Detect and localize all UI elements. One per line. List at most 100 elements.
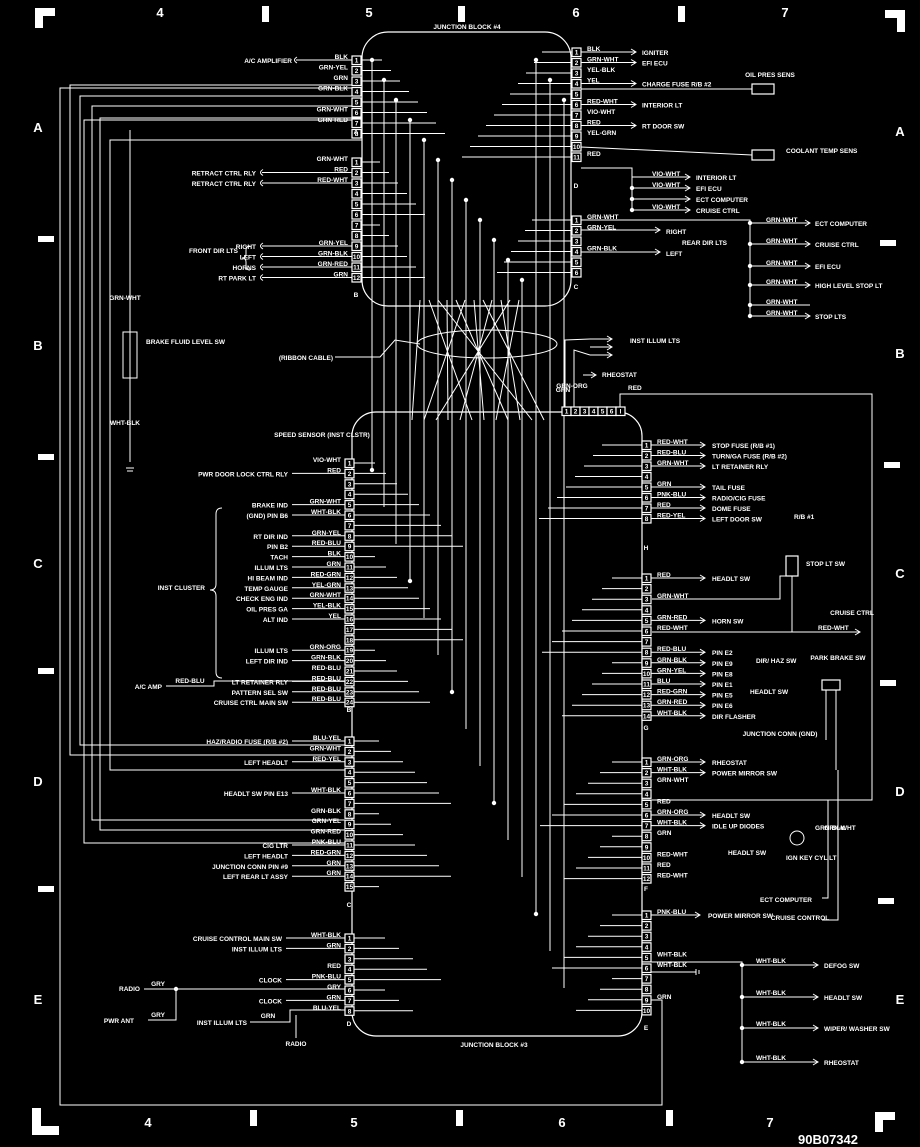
- row-marker: A: [33, 120, 43, 135]
- jb3-pin-D8: [344, 1006, 355, 1016]
- terminal-label: STOP FUSE (R/B #1): [712, 443, 775, 450]
- terminal-label: CRUISE CTRL MAIN SW: [214, 700, 289, 707]
- pin-number: 2: [348, 946, 352, 953]
- wire-color: GRN-BLK: [318, 251, 348, 258]
- splice-dot: [561, 97, 567, 103]
- jb4-pin-B5: [351, 199, 362, 210]
- arrow-head: [630, 80, 637, 87]
- splice-dot: [449, 689, 455, 695]
- wire: [435, 299, 511, 421]
- jb3-pin-B1: [344, 458, 355, 469]
- jb4-pin-D9: [571, 131, 582, 142]
- arrow-head: [804, 219, 811, 227]
- terminal-label: PIN B2: [267, 544, 288, 551]
- pin-number: 9: [645, 997, 649, 1004]
- arrow-head: [804, 240, 811, 248]
- jb3-pin-C7: [344, 798, 355, 809]
- column-marker: 4: [156, 5, 164, 20]
- jb4-pin-A3: [351, 76, 362, 87]
- jb3-pin-H5: [641, 482, 652, 493]
- wire-color: PNK-BLU: [657, 492, 687, 499]
- wire-color: GRN: [261, 1013, 276, 1020]
- wire: [495, 299, 520, 421]
- jb3-pin-G1: [641, 573, 652, 584]
- wire-color: GRY: [151, 1012, 166, 1019]
- arrow-head: [699, 680, 706, 688]
- wire-color: GRN-WHT: [657, 460, 688, 467]
- terminal-label: TEMP GAUGE: [244, 586, 288, 593]
- wire-color: GRN-RED: [657, 614, 688, 621]
- pin-number: 2: [645, 923, 649, 930]
- ect-computer-label: ECT COMPUTER: [760, 897, 812, 904]
- wire-color: WHT-BLK: [756, 1021, 786, 1028]
- jb3-pin-D7: [344, 995, 355, 1006]
- terminal-label: IDLE UP DIODES: [712, 824, 765, 831]
- arrow-head: [694, 911, 701, 919]
- pin-number: 14: [346, 874, 354, 881]
- wire-color: RED-BLU: [312, 540, 342, 547]
- arrow-head: [854, 628, 861, 636]
- terminal-label: TURN/GA FUSE (R/B #2): [712, 454, 787, 461]
- front-dir-label: FRONT DIR LTS: [189, 248, 239, 255]
- jb3-pin-C14: [344, 871, 355, 882]
- splice-dot: [739, 1025, 745, 1031]
- pin-number: 4: [645, 607, 649, 614]
- pin-number: 10: [643, 671, 651, 678]
- jb3-pin-G8: [641, 647, 652, 658]
- jb3-pin-D2: [344, 943, 355, 954]
- wire: [652, 575, 786, 600]
- jb3-pin-D5: [344, 974, 355, 985]
- wire-color: BLK: [328, 551, 342, 558]
- conn-label: D: [347, 1021, 352, 1028]
- pin-number: 4: [575, 249, 579, 256]
- jb4-pin-C2: [571, 225, 582, 236]
- arrow-head: [699, 504, 706, 512]
- jb4-pin-A2: [351, 65, 362, 76]
- terminal-label: RT DOOR SW: [642, 124, 685, 131]
- wire: [83, 119, 362, 844]
- pin-number: 15: [346, 606, 354, 613]
- wire-color: GRN-WHT: [657, 593, 688, 600]
- connector-end: [260, 169, 264, 176]
- wire-color: RED-WHT: [657, 851, 688, 858]
- terminal-label: HEADLT SW PIN E13: [224, 791, 289, 798]
- pin-number: 19: [346, 648, 354, 655]
- brace: [241, 245, 251, 271]
- jb4-pin-D7: [571, 110, 582, 121]
- wire-color: RED: [657, 502, 671, 509]
- pin-number: 1: [575, 218, 579, 225]
- terminal-label: (GND) PIN B6: [246, 513, 288, 520]
- pin-number: 5: [645, 618, 649, 625]
- pin-number: 14: [346, 596, 354, 603]
- splice-dot: [629, 185, 635, 191]
- pin-number: 9: [348, 822, 352, 829]
- pin-number: 4: [348, 492, 352, 499]
- pin-number: 10: [643, 855, 651, 862]
- pin-number: 17: [346, 627, 354, 634]
- jb3-pin-F5: [641, 799, 652, 810]
- wire-color: WHT-BLK: [657, 767, 687, 774]
- pin-number: 1: [645, 443, 649, 450]
- jb3-pin-F4: [641, 789, 652, 799]
- wire-color: WHT-BLK: [311, 787, 341, 794]
- splice-dot: [747, 263, 753, 269]
- rheostat-label: RHEOSTAT: [602, 372, 637, 379]
- wire-color: GRN: [327, 860, 342, 867]
- connector-end: [260, 242, 264, 250]
- jb3-pin-D4: [344, 964, 355, 975]
- pin-number: 12: [346, 575, 354, 582]
- terminal-label: RIGHT: [666, 229, 686, 236]
- inst-cluster-label: INST CLUSTER: [158, 585, 206, 592]
- jb3-pin-F10: [641, 852, 652, 863]
- wire-color: YEL-GRN: [587, 130, 617, 137]
- terminal-label: HEADLT SW: [824, 995, 863, 1002]
- wire-color: WHT-BLK: [756, 958, 786, 965]
- terminal-label: LEFT DIR IND: [246, 659, 289, 666]
- jb3-pin-B21: [344, 666, 355, 677]
- conn-label: B: [347, 707, 352, 714]
- jb3-pin-E6: [641, 963, 652, 974]
- wire-color: GRN-BLK: [311, 655, 341, 662]
- terminal-label: PIN E8: [712, 671, 733, 678]
- pin-number: 4: [355, 89, 359, 96]
- jb4-pin-C1: [571, 215, 582, 226]
